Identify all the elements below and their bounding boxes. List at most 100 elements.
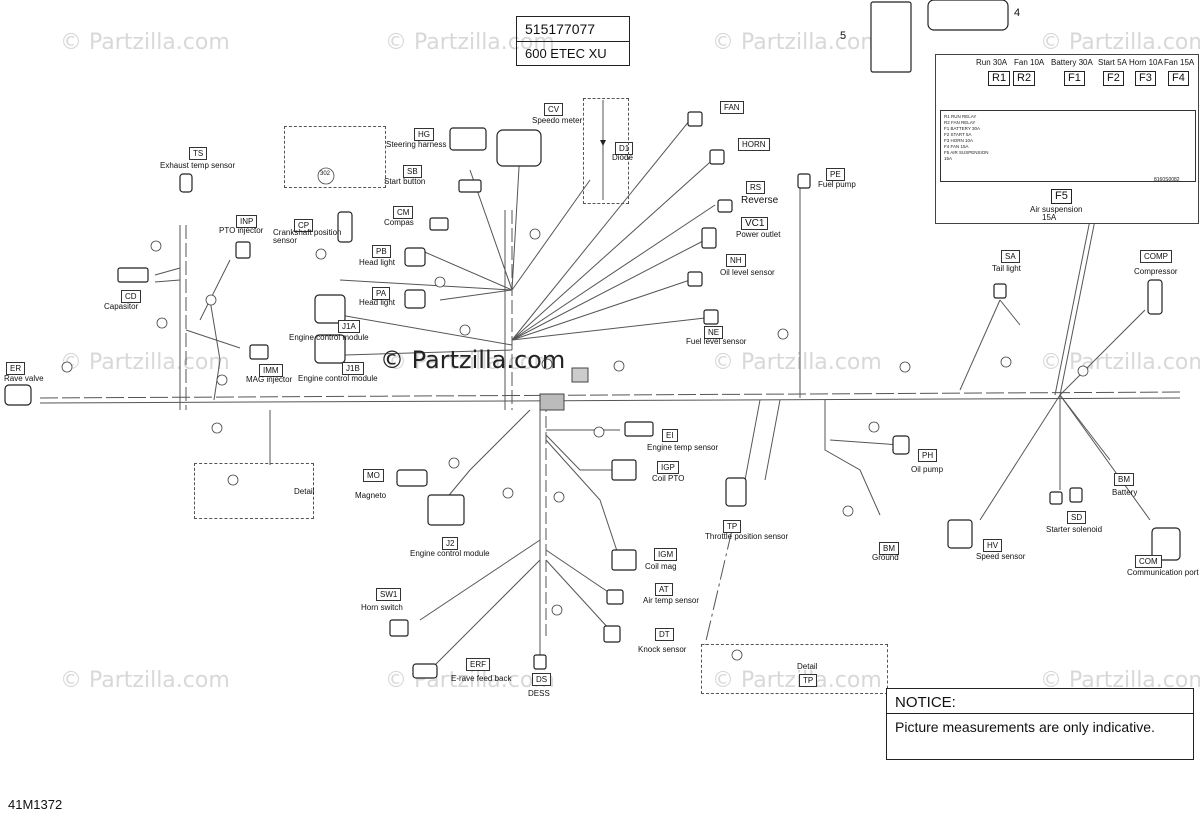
- connector-code: RS: [746, 181, 766, 194]
- connector-label: DESS: [528, 689, 550, 698]
- connector-code: MO: [363, 469, 384, 482]
- connector-label: Speed sensor: [976, 552, 1026, 561]
- connector-label: Head light: [359, 298, 396, 307]
- item-number: 5: [840, 30, 847, 42]
- connector-code: IGM: [654, 548, 678, 561]
- diagram-code: 41M1372: [8, 797, 63, 812]
- fuse-legend-line: F5 AIR SUSPENSION: [944, 150, 989, 155]
- detail-label: Detail: [797, 662, 818, 671]
- connector-code: CM: [393, 206, 414, 219]
- fuse-slot: F2: [1103, 71, 1124, 86]
- connector-code: HV: [983, 539, 1003, 552]
- connector-code: IMM: [259, 364, 283, 377]
- connector-code: SD: [1067, 511, 1087, 524]
- connector-code: PA: [372, 287, 391, 300]
- fuse-legend-line: F3 HORN 10A: [944, 138, 974, 143]
- fuse-header: Horn 10A: [1129, 58, 1163, 67]
- fuse-header: Fan 15A: [1164, 58, 1195, 67]
- connector-label: Rave valve: [4, 374, 44, 383]
- connector-label: Fuel level sensor: [686, 337, 747, 346]
- connector-label: Compas: [384, 218, 414, 227]
- connector-code: HORN: [738, 138, 770, 151]
- connector-code: SW1: [376, 588, 402, 601]
- connector-code: ER: [6, 362, 26, 375]
- center-watermark: © Partzilla.com: [380, 346, 566, 374]
- connector-code: DT: [655, 628, 674, 641]
- connector-label: Coil PTO: [652, 474, 685, 483]
- fuse-value: 15A: [1042, 213, 1057, 222]
- connector-code: J1B: [342, 362, 364, 375]
- watermark: © Partzilla.com: [712, 30, 882, 55]
- connector-label: Throttle position sensor: [705, 532, 789, 541]
- watermark: © Partzilla.com: [60, 350, 230, 375]
- connector-label: Tail light: [992, 264, 1021, 273]
- connector-label: Ground: [872, 553, 899, 562]
- fuse-box-panel: Run 30A Fan 10A Battery 30A Start 5A Hor…: [935, 54, 1199, 224]
- connector-code: NH: [726, 254, 746, 267]
- connector-code: PB: [372, 245, 391, 258]
- connector-label: Diode: [612, 153, 633, 162]
- item-number: 4: [1014, 7, 1021, 19]
- connector-label: Oil pump: [911, 465, 944, 474]
- connector-label: Coil mag: [645, 562, 677, 571]
- connector-label: MAG injector: [246, 375, 293, 384]
- fuse-legend-line: F2 START 5A: [944, 132, 972, 137]
- connector-code: TS: [189, 147, 208, 160]
- detail-code: TP: [799, 674, 818, 687]
- connector-code: FAN: [720, 101, 744, 114]
- connector-label: Exhaust temp sensor: [160, 161, 236, 170]
- notice-box: NOTICE: Picture measurements are only in…: [886, 688, 1194, 760]
- model-name: 600 ETEC XU: [517, 41, 629, 66]
- connector-code: TP: [723, 520, 742, 533]
- connector-code: J2: [442, 537, 459, 550]
- connector-label: Engine control module: [298, 374, 378, 383]
- connector-label: Engine control module: [410, 549, 490, 558]
- connector-label: Horn switch: [361, 603, 403, 612]
- detail-box-left: [194, 463, 314, 519]
- connector-label: Capasitor: [104, 302, 139, 311]
- connector-code: BM: [1114, 473, 1134, 486]
- detail-box-top: [284, 126, 386, 188]
- connector-label: Speedo meter: [532, 116, 583, 125]
- watermark: © Partzilla.com: [60, 30, 230, 55]
- connector-code: BM: [879, 542, 899, 555]
- connector-label: Power outlet: [736, 230, 781, 239]
- connector-code: SB: [403, 165, 422, 178]
- watermark: © Partzilla.com: [1040, 30, 1200, 55]
- fuse-slot: F1: [1064, 71, 1085, 86]
- connector-label: Crankshaft position sensor: [273, 228, 342, 245]
- connector-label: Communication port: [1127, 568, 1199, 577]
- connector-label: PTO injector: [219, 226, 264, 235]
- connector-label: Engine temp sensor: [647, 443, 719, 452]
- fuse-legend-line: F4 FAN 15A: [944, 144, 969, 149]
- detail-box-right: [701, 644, 888, 694]
- connector-code: NE: [704, 326, 724, 339]
- fuse-legend-line: 15A: [944, 156, 953, 161]
- fuse-header: Battery 30A: [1051, 58, 1093, 67]
- notice-body: Picture measurements are only indicative…: [895, 719, 1155, 735]
- watermark: © Partzilla.com: [385, 30, 555, 55]
- connector-code: COMP: [1140, 250, 1172, 263]
- connector-code: EI: [662, 429, 678, 442]
- fuse-slot: R1: [988, 71, 1011, 86]
- connector-code: HG: [414, 128, 434, 141]
- connector-code: VC1: [741, 217, 769, 230]
- fuse-legend-line: F1 BATTERY 30A: [944, 126, 981, 131]
- connector-code: ERF: [466, 658, 490, 671]
- fuse-label: Air suspension: [1030, 205, 1083, 214]
- connector-label: Magneto: [355, 491, 387, 500]
- connector-code: AT: [655, 583, 673, 596]
- connector-code: PH: [918, 449, 938, 462]
- connector-code: CP: [294, 219, 314, 232]
- connector-label: Engine control module: [289, 333, 369, 342]
- fuse-header: Run 30A: [976, 58, 1008, 67]
- fuse-legend-line: R1 RUN RELAY: [944, 114, 977, 119]
- watermark: © Partzilla.com: [385, 350, 555, 375]
- connector-label: Oil level sensor: [720, 268, 775, 277]
- watermark: © Partzilla.com: [712, 668, 882, 693]
- connector-label: Fuel pump: [818, 180, 856, 189]
- part-number: 515177077: [525, 21, 596, 37]
- fuse-header: Start 5A: [1098, 58, 1127, 67]
- diode-box: [583, 98, 629, 204]
